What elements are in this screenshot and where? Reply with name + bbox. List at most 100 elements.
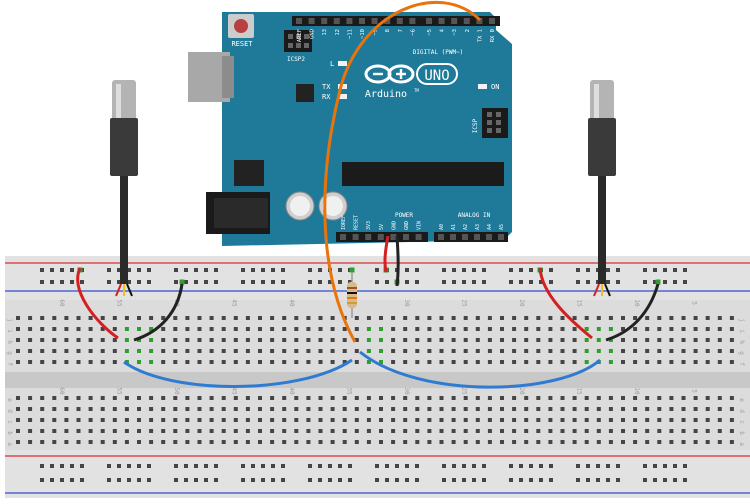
rail-hole (395, 464, 399, 468)
breadboard-hole (729, 440, 734, 444)
breadboard-hole (100, 440, 105, 444)
breadboard-hole (500, 440, 504, 444)
breadboard-hole (245, 360, 250, 364)
breadboard-hole (270, 349, 275, 353)
breadboard-hole (161, 429, 166, 433)
breadboard-hole (415, 396, 420, 400)
rail-hole (576, 280, 580, 284)
breadboard-hole (500, 360, 504, 364)
breadboard-hole (161, 349, 166, 353)
breadboard-hole (294, 327, 299, 331)
breadboard-hole (572, 349, 577, 353)
breadboard-hole (657, 407, 662, 411)
rail-hole (174, 464, 178, 468)
breadboard-hole (16, 360, 20, 364)
breadboard-hole (112, 418, 117, 422)
breadboard-hole (584, 418, 589, 422)
breadboard-hole (306, 316, 311, 320)
breadboard-hole (657, 338, 662, 342)
breadboard-hole (100, 396, 105, 400)
breadboard-hole (415, 327, 420, 331)
breadboard-hole (88, 396, 93, 400)
digital-pin-label: TX 1 (477, 29, 483, 42)
breadboard-hole (294, 316, 299, 320)
breadboard-hole (608, 396, 613, 400)
breadboard-hole (584, 440, 589, 444)
breadboard-hole (342, 418, 347, 422)
column-number: 60 (58, 387, 65, 395)
breadboard-hole (197, 429, 202, 433)
breadboard-hole (282, 407, 287, 411)
breadboard-hole (282, 349, 287, 353)
breadboard-hole (233, 338, 238, 342)
breadboard-hole (306, 396, 311, 400)
led-l (338, 61, 347, 66)
rail-hole (241, 280, 245, 284)
breadboard-hole (621, 327, 625, 331)
digital-pin-label: GND (310, 29, 316, 39)
breadboard-hole (28, 396, 33, 400)
breadboard-hole (463, 396, 468, 400)
breadboard-hole (197, 360, 202, 364)
rail-hole (472, 464, 476, 468)
rail-hole (452, 478, 456, 482)
analog-pin-label: A5 (499, 224, 505, 230)
breadboard-hole (318, 418, 323, 422)
breadboard-hole (294, 440, 299, 444)
sensor-left-cable (120, 176, 128, 284)
rail-hole (683, 280, 687, 284)
breadboard-hole (415, 440, 420, 444)
rail-hole (60, 478, 64, 482)
breadboard-hole (427, 338, 432, 342)
rail-hole (673, 268, 677, 272)
breadboard-hole (463, 440, 468, 444)
breadboard-hole (28, 316, 33, 320)
breadboard-hole (209, 440, 214, 444)
breadboard-hole (354, 327, 359, 331)
header-pin (377, 234, 384, 240)
breadboard-hole (596, 407, 601, 411)
rail-hole (261, 464, 265, 468)
breadboard-hole (536, 316, 541, 320)
breadboard-hole (645, 429, 650, 433)
rail-hole (616, 268, 620, 272)
breadboard-hole (439, 407, 444, 411)
breadboard-hole (245, 349, 250, 353)
breadboard-hole (596, 418, 601, 422)
column-number: 45 (231, 299, 238, 307)
breadboard-hole (693, 407, 698, 411)
temperature-sensor-right (588, 80, 616, 297)
icsp-pin (487, 128, 492, 133)
breadboard-hole (608, 429, 613, 433)
icsp2-pin (288, 43, 293, 48)
breadboard-hole (560, 316, 565, 320)
digital-pin-label: 7 (398, 29, 404, 32)
resistor-band-2 (347, 292, 357, 294)
breadboard-hole (633, 327, 638, 331)
rail-hole (328, 280, 332, 284)
breadboard-hole (294, 407, 299, 411)
rail-hole (385, 280, 389, 284)
breadboard-hole (64, 407, 69, 411)
breadboard-hole (40, 316, 45, 320)
connected-hole (596, 338, 601, 342)
rail-hole (462, 478, 466, 482)
rail-hole (261, 478, 265, 482)
breadboard-hole (161, 327, 166, 331)
breadboard-hole (245, 440, 250, 444)
breadboard-hole (705, 429, 710, 433)
breadboard-hole (427, 396, 432, 400)
breadboard-hole (500, 429, 504, 433)
header-pin (451, 18, 458, 24)
breadboard-hole (608, 407, 613, 411)
breadboard-hole (475, 349, 480, 353)
rail-hole (472, 478, 476, 482)
breadboard-hole (451, 418, 456, 422)
column-number: 1 (748, 389, 750, 393)
breadboard-hole (161, 338, 166, 342)
breadboard-hole (403, 429, 408, 433)
temperature-sensor-left (110, 80, 138, 297)
breadboard-hole (209, 349, 214, 353)
reset-button-cap (234, 19, 248, 33)
sensor-right-lead-red (593, 283, 600, 297)
